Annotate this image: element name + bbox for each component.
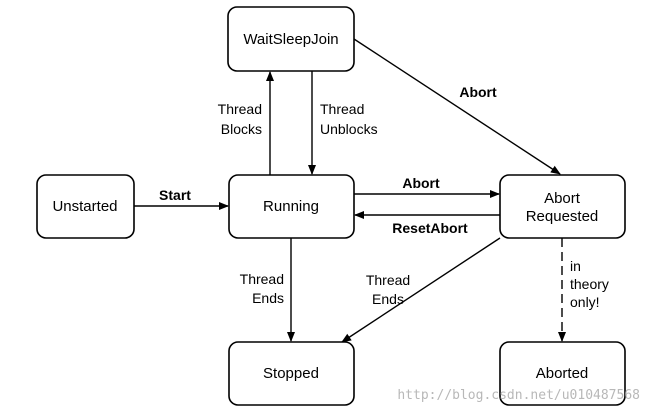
label-abort-from-wait: Abort <box>459 84 497 100</box>
state-aborted: Aborted <box>499 341 626 406</box>
label-thread-blocks-1: Thread <box>218 101 262 117</box>
edge-thread-ends-abort <box>341 237 501 343</box>
state-unstarted: Unstarted <box>36 174 135 239</box>
edge-abort-from-wait <box>353 38 561 175</box>
state-label: Running <box>263 198 319 215</box>
label-abort-from-running: Abort <box>402 175 440 191</box>
state-running: Running <box>228 174 355 239</box>
label-reset-abort: ResetAbort <box>392 220 468 236</box>
label-thread-unblocks-2: Unblocks <box>320 121 378 137</box>
label-thread-unblocks-1: Thread <box>320 101 364 117</box>
state-wait-sleep-join: WaitSleepJoin <box>227 6 355 72</box>
label-thread-blocks-2: Blocks <box>221 121 262 137</box>
state-label: Aborted <box>536 365 589 382</box>
label-thread-ends-running-1: Thread <box>240 271 284 287</box>
state-label: WaitSleepJoin <box>243 31 338 48</box>
label-thread-ends-abort-1: Thread <box>366 272 410 288</box>
state-label-line-1: Abort <box>544 190 581 207</box>
state-label-line-2: Requested <box>526 208 599 225</box>
label-in-theory-2: theory <box>570 276 609 292</box>
label-thread-ends-running-2: Ends <box>252 290 284 306</box>
state-abort-requested: Abort Requested <box>499 174 626 239</box>
state-stopped: Stopped <box>228 341 355 406</box>
state-label: Stopped <box>263 365 319 382</box>
label-in-theory-3: only! <box>570 294 600 310</box>
watermark-text: http://blog.csdn.net/u010487568 <box>397 388 640 403</box>
label-in-theory-1: in <box>570 258 581 274</box>
label-thread-ends-abort-2: Ends <box>372 291 404 307</box>
state-label: Unstarted <box>52 198 117 215</box>
label-start: Start <box>159 187 191 203</box>
